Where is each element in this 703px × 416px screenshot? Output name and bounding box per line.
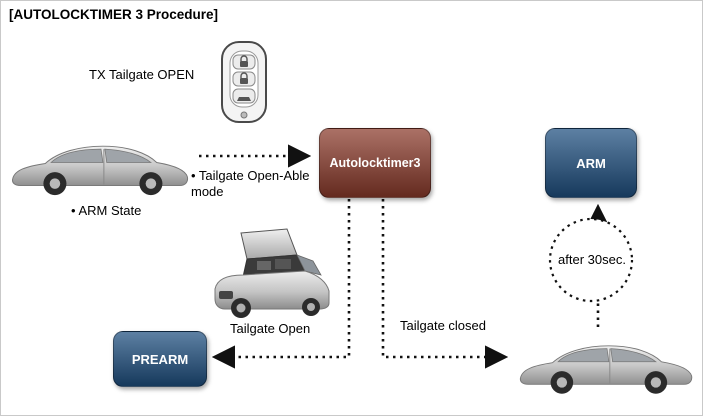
key-fob-icon [217,39,271,125]
label-arm-state: • ARM State [71,203,142,218]
label-tailgate-open-able-mode: • Tailgate Open-Able mode [191,168,310,200]
car-armed-icon [513,327,701,401]
page-title: [AUTOLOCKTIMER 3 Procedure] [9,7,219,22]
node-arm-label: ARM [576,155,606,171]
node-prearm-label: PREARM [131,351,189,367]
label-tx-tailgate-open: TX Tailgate OPEN [89,67,195,82]
car-hood-open-icon [207,227,337,322]
label-tailgate-closed: Tailgate closed [400,318,486,333]
node-prearm: PREARM [113,331,207,387]
label-tailgate-open: Tailgate Open [230,321,311,336]
node-autolocktimer3-label: Autolocktimer3 [329,156,421,170]
car-arm-state-icon [5,127,197,203]
label-after-30sec: after 30sec. [558,252,626,267]
node-arm: ARM [545,128,637,198]
node-autolocktimer3: Autolocktimer3 [319,128,431,198]
